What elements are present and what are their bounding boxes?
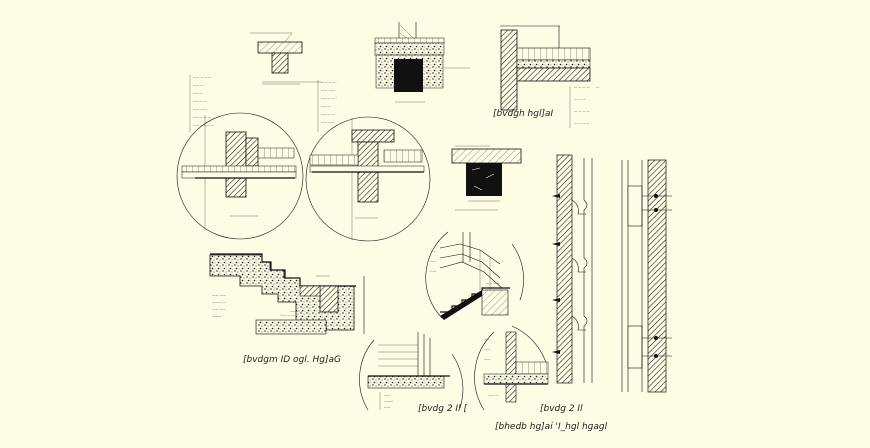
stair-railing-detail: —— —— —— —— ——	[425, 231, 524, 320]
svg-text:———: ———	[193, 91, 203, 95]
svg-text:—— — — ·: —— — — ·	[321, 80, 338, 84]
svg-text:——: ——	[384, 393, 391, 397]
svg-text:—— —: —— —	[488, 393, 499, 397]
footing-section	[374, 22, 470, 103]
svg-text:—— ——: —— ——	[486, 281, 501, 285]
beam-detail-label: [bvdgh hgl]aI	[493, 109, 553, 119]
cladding-section-right	[621, 159, 672, 393]
svg-text:——: ——	[484, 357, 491, 361]
stair-section: —— —— ——— — —— —— ——— · —— — — ——— — [bv…	[209, 253, 365, 365]
cladding-section-left	[552, 154, 593, 384]
landing-detail-left-label: [bvdg 2 Il [	[418, 404, 467, 414]
svg-text:———: ———	[384, 399, 394, 403]
svg-text:—— ——: —— ——	[212, 293, 227, 297]
landing-detail-right-label: [bvdg 2 Il	[540, 404, 583, 414]
circle-detail-left: —— — —— —— — ——— ——— — —— —— ——— — — —— …	[176, 75, 304, 240]
svg-text:—— ——: —— ——	[193, 107, 208, 111]
svg-text:—: —	[596, 85, 600, 89]
svg-text:——: ——	[484, 347, 491, 351]
svg-text:———: ———	[321, 104, 331, 108]
svg-text:— — — —: — — — —	[574, 121, 591, 125]
svg-text:—— — —: —— — —	[280, 313, 296, 317]
svg-text:——— —: ——— —	[321, 112, 336, 116]
svg-text:—— ——: —— ——	[321, 120, 336, 124]
svg-text:——: ——	[430, 249, 437, 253]
svg-text:—— ——: —— ——	[212, 307, 227, 311]
svg-text:——: ——	[430, 259, 437, 263]
slab-wall-junction: — — — — — — — — — — — — — — — — [bvdgh hg…	[493, 25, 600, 128]
svg-text:—— ——— —: —— ——— —	[193, 123, 215, 127]
svg-text:—— — ——: —— — ——	[193, 75, 212, 79]
svg-text:——— —: ——— —	[290, 309, 305, 313]
svg-text:——: ——	[384, 405, 391, 409]
svg-text:——— —: ——— —	[193, 99, 208, 103]
svg-text:——— —: ——— —	[212, 300, 227, 304]
svg-text:——: ——	[484, 337, 491, 341]
landing-detail-left: —— ——— —— [bvdg 2 Il [	[359, 332, 467, 414]
svg-text:— — — —: — — — —	[574, 85, 591, 89]
svg-text:——— — ·: ——— — ·	[321, 96, 337, 100]
stair-section-label: [bvdgm ID ogl. Hg]aG	[243, 355, 341, 365]
landing-detail-right: —— —— —— —— — [bvdg 2 Il [bhedb hg]ai 'I…	[474, 325, 608, 432]
bottom-caption: [bhedb hg]ai 'I_hgl hgagl	[495, 422, 608, 432]
svg-text:——: ——	[430, 269, 437, 273]
svg-text:— — — —: — — — —	[574, 109, 591, 113]
column-detail	[451, 145, 522, 211]
svg-text:— — —: — — —	[574, 97, 586, 101]
beam-section-small	[250, 32, 322, 85]
svg-text:—— —: —— —	[193, 83, 204, 87]
svg-text:——— ·: ——— ·	[212, 314, 224, 318]
svg-text:——— — —: ——— — —	[193, 115, 212, 119]
circle-detail-center: —— — — · —— —— ——— — · ——— ——— — —— ——	[305, 80, 431, 242]
svg-text:—— ——: —— ——	[321, 88, 336, 92]
